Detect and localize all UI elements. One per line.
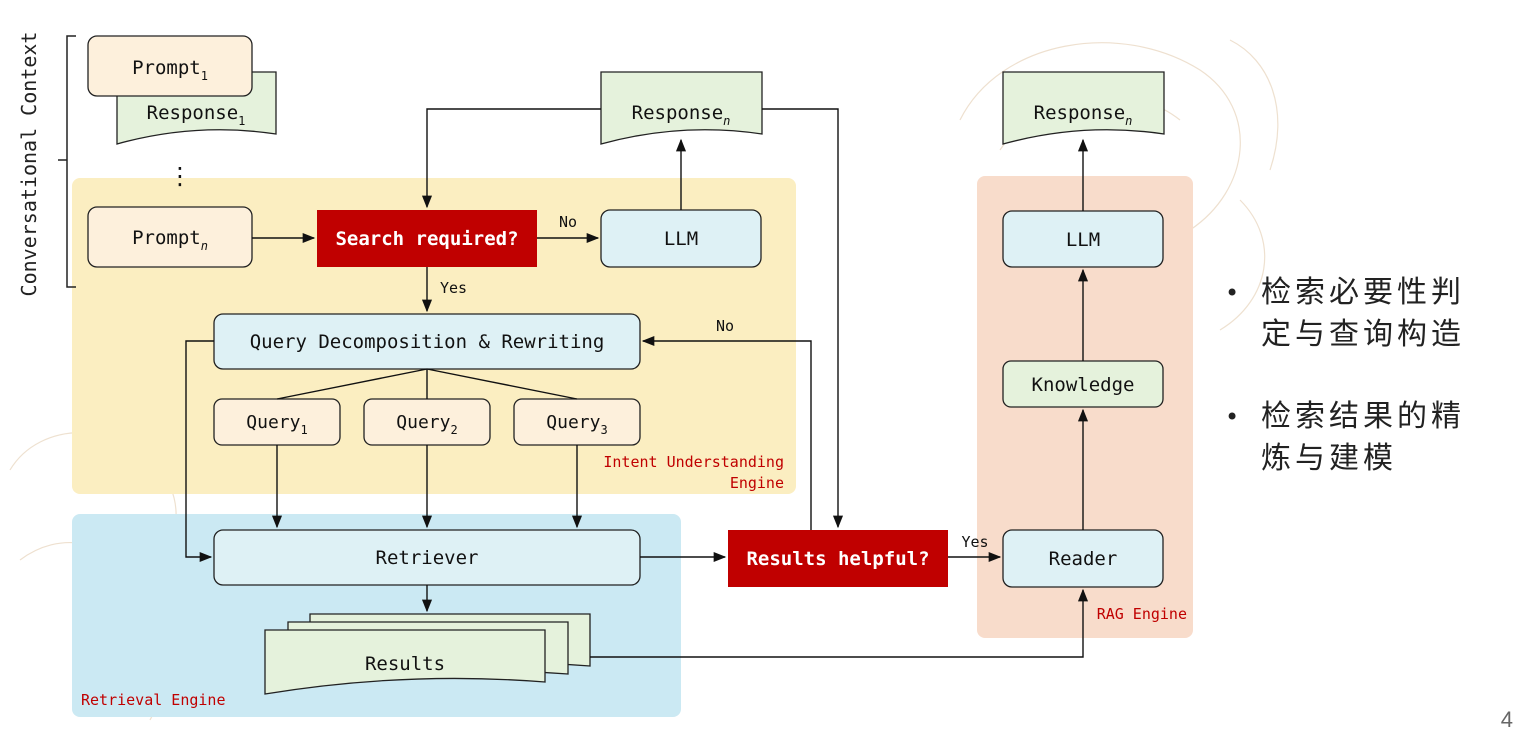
promptn-box: [87, 206, 253, 268]
context-ellipsis: ⋮: [168, 162, 192, 190]
conversational-context-label: Conversational Context: [17, 32, 41, 297]
page-number: 4: [1500, 707, 1513, 732]
knowledge-label: Knowledge: [1032, 374, 1135, 396]
search-required-label: Search required?: [335, 228, 518, 250]
response-n-top-label: Responsen: [632, 102, 731, 128]
response-n-rag-label: Responsen: [1034, 102, 1133, 128]
response1-label: Response1: [147, 102, 246, 128]
bullet-text: 检索必要性判 定与查询构造: [1261, 275, 1465, 352]
edge-decomp-bypass-to-retriever: [185, 340, 214, 563]
edge-label-no-search: No: [559, 213, 577, 231]
edge-decomp-to-q1: [276, 368, 428, 400]
prompt1-box: [87, 35, 253, 97]
results-helpful-decision: [728, 530, 948, 587]
bullet-marker: •: [1225, 403, 1240, 431]
edge-label-no-helpful: No: [716, 317, 734, 335]
response-n-rag-document: [1002, 71, 1165, 145]
prompt1-label: Prompt1: [132, 57, 208, 83]
bullet-item: • 检索必要性判 定与查询构造: [1225, 272, 1515, 356]
edge-label-yes-search: Yes: [440, 279, 467, 297]
context-bracket: [58, 35, 76, 288]
edges: [185, 108, 1089, 658]
bullet-item: • 检索结果的精 炼与建模: [1225, 396, 1515, 480]
query3-label: Query3: [546, 412, 607, 437]
intent-region-label-1: Intent Understanding: [603, 453, 784, 471]
search-required-decision: [317, 210, 537, 267]
query-decomposition-label: Query Decomposition & Rewriting: [250, 331, 605, 353]
retrieval-region-label: Retrieval Engine: [81, 691, 226, 709]
retriever-label: Retriever: [376, 547, 479, 569]
intent-region-label-2: Engine: [730, 474, 784, 492]
edge-results-to-reader: [590, 588, 1089, 658]
edge-response-to-helpful: [762, 108, 844, 529]
results-helpful-label: Results helpful?: [746, 548, 929, 570]
llm-top-label: LLM: [664, 228, 698, 250]
llm-rag-label: LLM: [1066, 229, 1100, 251]
edge-helpful-no-to-decomp: [641, 335, 812, 530]
response-n-top-document: [600, 71, 763, 145]
results-label: Results: [365, 653, 445, 675]
rag-region-label: RAG Engine: [1097, 605, 1187, 623]
promptn-label: Promptn: [132, 227, 208, 253]
bullet-text: 检索结果的精 炼与建模: [1261, 399, 1465, 476]
edge-decomp-to-q3: [426, 368, 578, 400]
query1-label: Query1: [246, 412, 307, 437]
edge-label-yes-helpful: Yes: [961, 533, 988, 551]
edge-response-loop-to-search: [421, 108, 601, 209]
bullet-list: • 检索必要性判 定与查询构造 • 检索结果的精 炼与建模: [1225, 272, 1515, 520]
results-doc-front: [264, 629, 546, 695]
query2-label: Query2: [396, 412, 457, 437]
bullet-marker: •: [1225, 279, 1240, 307]
reader-label: Reader: [1049, 548, 1118, 570]
